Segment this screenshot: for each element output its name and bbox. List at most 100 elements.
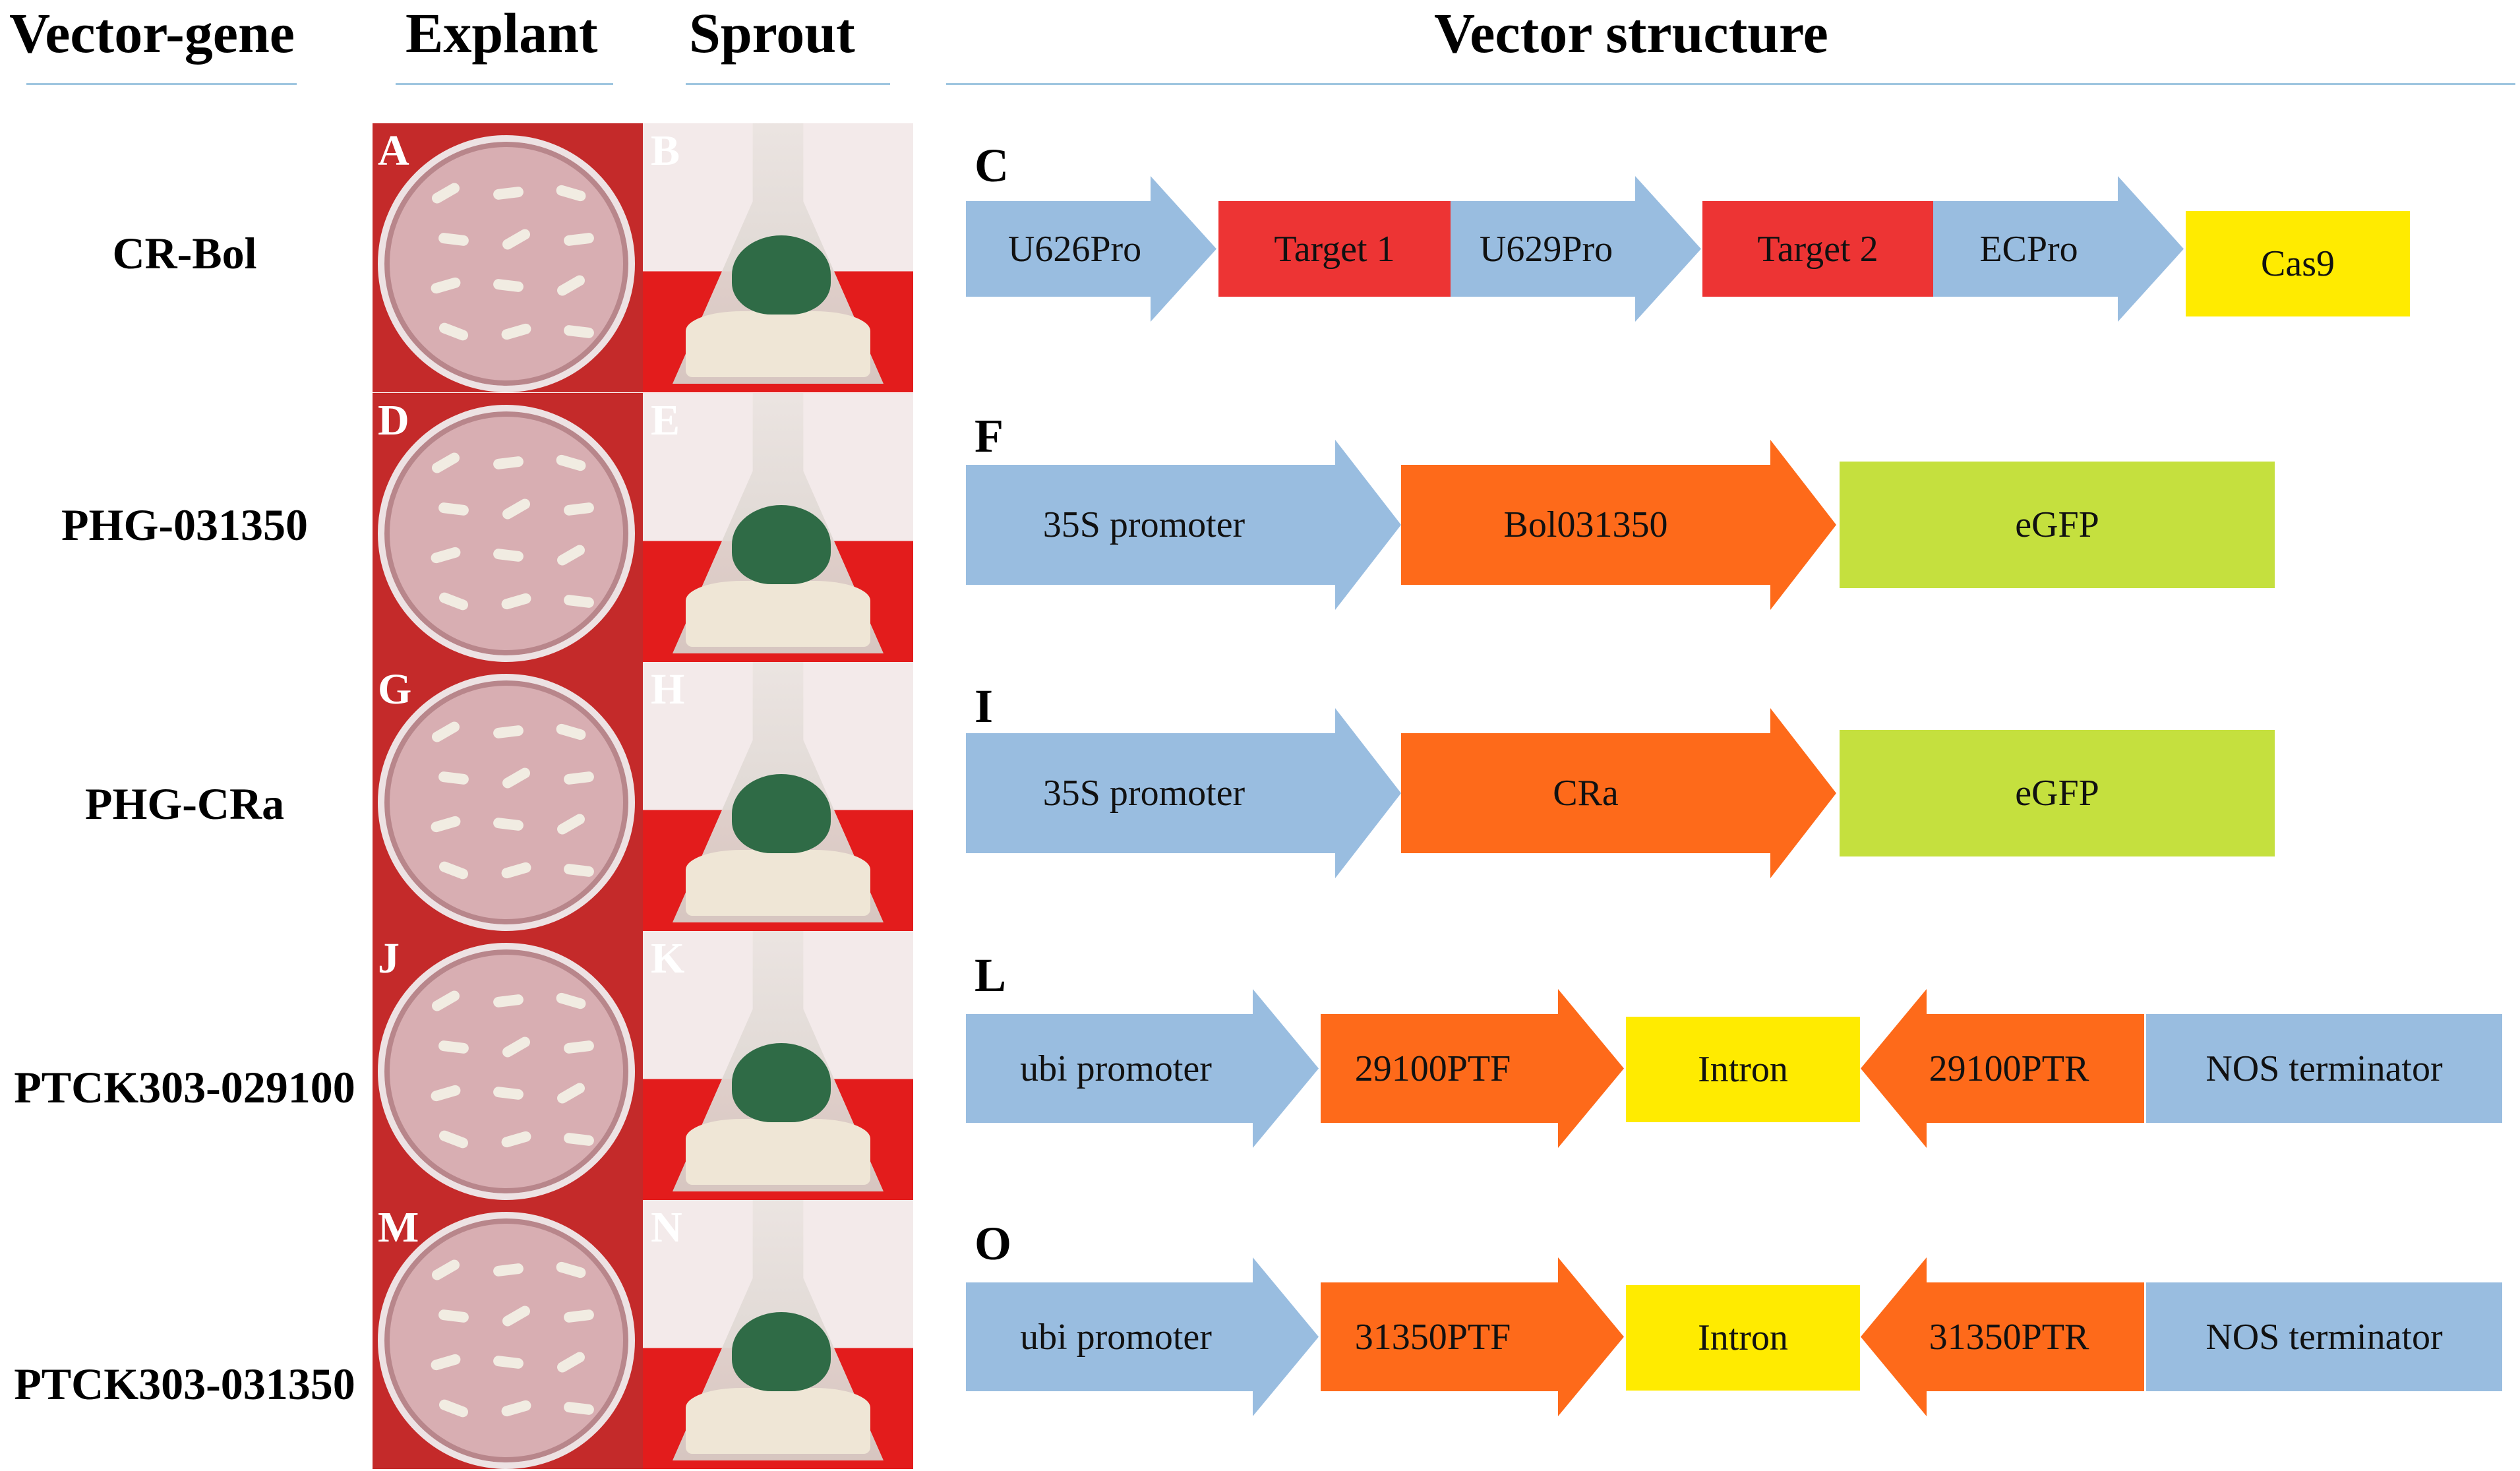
- explant-piece: [563, 771, 595, 785]
- explant-piece: [563, 1132, 595, 1147]
- explant-piece: [429, 545, 462, 565]
- plantlet: [732, 1043, 831, 1122]
- row-label-phg-cra: PHG-CRa: [84, 779, 285, 829]
- explant-piece: [500, 860, 533, 880]
- explant-piece: [563, 502, 595, 516]
- explant-piece: [493, 1263, 524, 1277]
- structure-panel-letter: F: [975, 409, 1004, 462]
- explant-piece: [429, 814, 462, 834]
- explant-piece: [493, 186, 524, 200]
- petri-dish: [378, 1212, 635, 1469]
- vector-element-shape: [966, 1257, 1319, 1416]
- vector-element-label: Target 2: [1757, 228, 1878, 270]
- explant-piece: [493, 278, 524, 293]
- explant-piece: [429, 1083, 462, 1103]
- sprout-photo: H: [643, 662, 913, 931]
- vector-element-label: ECPro: [1979, 228, 2078, 270]
- vector-element-label: 29100PTF: [1354, 1048, 1511, 1089]
- structure-panel-letter: O: [975, 1217, 1012, 1270]
- explant-piece: [429, 1352, 462, 1372]
- explant-piece: [555, 991, 587, 1011]
- explant-piece: [555, 722, 587, 742]
- vector-element-label: 31350PTR: [1929, 1316, 2089, 1358]
- explant-piece: [493, 548, 524, 562]
- explant-piece: [437, 321, 470, 342]
- vector-element-shape: [1861, 989, 2144, 1148]
- petri-dish: [378, 674, 635, 931]
- explant-piece: [555, 1260, 587, 1280]
- plantlet: [732, 774, 831, 853]
- petri-dish: [378, 405, 635, 662]
- explant-piece: [563, 1040, 595, 1054]
- vector-element-shape: [1401, 708, 1836, 878]
- sprout-letter: H: [651, 665, 685, 713]
- culture-medium: [686, 581, 870, 647]
- explant-piece: [563, 1309, 595, 1323]
- vector-element-shape: [1626, 1017, 1860, 1122]
- explant-piece: [555, 543, 587, 568]
- row-label-ptck303-029100: PTCK303-029100: [14, 1062, 355, 1112]
- vector-element-shape: [2146, 1014, 2502, 1123]
- row-label-ptck303-031350: PTCK303-031350: [14, 1359, 355, 1409]
- petri-dish: [378, 943, 635, 1200]
- sprout-letter: N: [651, 1203, 682, 1251]
- structure-panel-letter: I: [975, 680, 994, 733]
- vector-element-label: Intron: [1698, 1317, 1788, 1358]
- vector-element-label: 31350PTF: [1354, 1316, 1511, 1358]
- explant-piece: [430, 450, 462, 475]
- explant-piece: [555, 273, 587, 298]
- explant-piece: [500, 1304, 532, 1329]
- vector-element-shape: [966, 440, 1401, 610]
- explant-letter: J: [378, 934, 400, 982]
- explant-piece: [430, 1257, 462, 1282]
- explant-piece: [438, 1040, 469, 1054]
- structure-panel-letter: L: [975, 949, 1007, 1002]
- vector-element-shape: [1321, 1257, 1624, 1416]
- header-rule-explant: [396, 83, 613, 85]
- vector-element-label: ubi promoter: [1020, 1048, 1212, 1089]
- culture-medium: [686, 311, 870, 377]
- explant-piece: [555, 183, 587, 203]
- explant-piece: [430, 181, 462, 206]
- explant-piece: [500, 591, 533, 611]
- explant-piece: [437, 1398, 470, 1419]
- explant-piece: [563, 1401, 595, 1416]
- sprout-photo: K: [643, 931, 913, 1200]
- vector-element-label: 29100PTR: [1929, 1048, 2089, 1089]
- explant-piece: [563, 232, 595, 247]
- explant-piece: [500, 227, 532, 252]
- sprout-letter: K: [651, 934, 685, 982]
- plantlet: [732, 505, 831, 584]
- explant-piece: [493, 456, 524, 470]
- explant-letter: G: [378, 665, 412, 713]
- vector-element-label: Target 1: [1274, 228, 1395, 270]
- explant-piece: [493, 1086, 524, 1100]
- vector-element-shape: [1218, 201, 1451, 297]
- explant-piece: [555, 1081, 587, 1106]
- explant-photo: J: [373, 931, 643, 1200]
- explant-photo: A: [373, 123, 643, 392]
- explant-piece: [555, 1350, 587, 1375]
- plantlet: [732, 235, 831, 315]
- vector-element-label: Bol031350: [1503, 504, 1668, 545]
- explant-piece: [437, 1129, 470, 1150]
- explant-letter: A: [378, 127, 409, 175]
- sprout-photo: N: [643, 1200, 913, 1469]
- explant-piece: [493, 817, 524, 831]
- vector-element-label: NOS terminator: [2205, 1048, 2443, 1089]
- explant-piece: [500, 1398, 533, 1418]
- vector-element-shape: [1626, 1285, 1860, 1391]
- vector-element-label: Cas9: [2261, 243, 2335, 284]
- vector-element-label: ubi promoter: [1020, 1316, 1212, 1358]
- explant-piece: [500, 1129, 533, 1149]
- explant-piece: [563, 594, 595, 609]
- header-explant: Explant: [405, 1, 598, 65]
- header-rule-vector-gene: [26, 83, 297, 85]
- header-rule-vector-structure: [946, 83, 2515, 85]
- explant-piece: [493, 725, 524, 739]
- explant-piece: [493, 1355, 524, 1369]
- vector-element-shape: [1840, 462, 2275, 588]
- explant-piece: [563, 324, 595, 339]
- vector-element-shape: [1401, 440, 1836, 610]
- vector-element-shape: [1840, 730, 2275, 856]
